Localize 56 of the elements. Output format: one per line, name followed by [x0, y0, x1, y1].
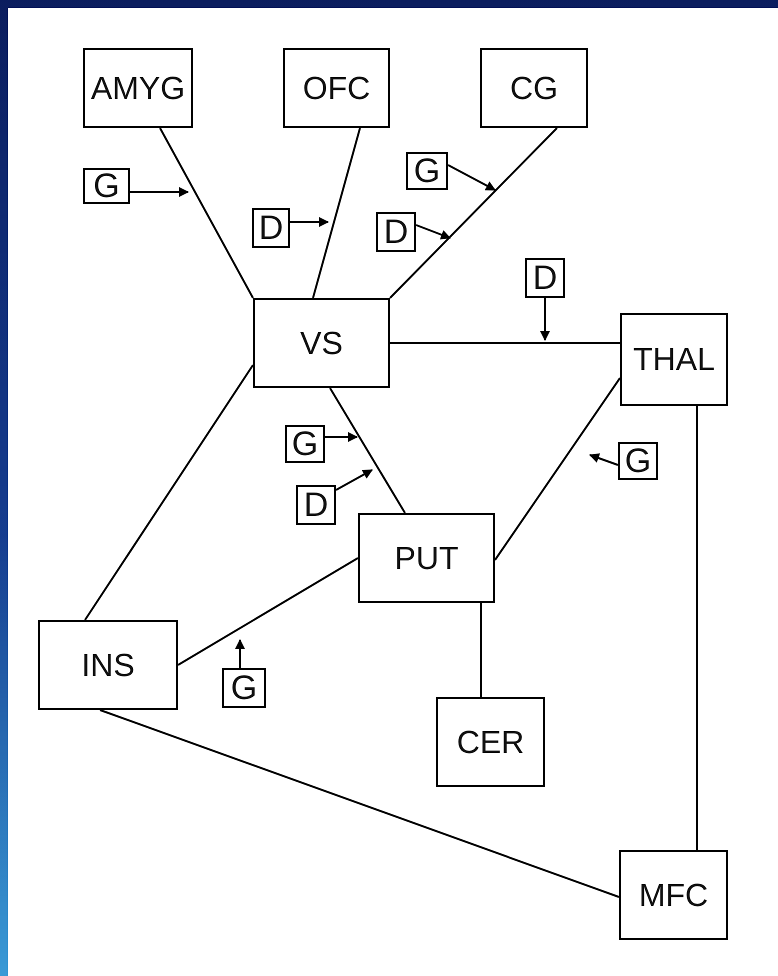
region-box: [480, 48, 588, 128]
node-label: G: [93, 166, 120, 206]
node-label: INS: [81, 646, 135, 684]
connection-line: [312, 128, 361, 298]
node-label: G: [292, 424, 318, 464]
node-label: CG: [510, 70, 558, 106]
pointer-arrow: [448, 164, 496, 191]
label-box: [406, 152, 448, 190]
connection-line: [159, 128, 254, 298]
node-label: THAL: [633, 341, 715, 378]
label-box: [296, 485, 336, 525]
pointer-arrow: [325, 432, 358, 442]
label-box: [525, 258, 565, 298]
region-box: [38, 620, 178, 710]
connection-line: [390, 342, 620, 344]
region-box: [436, 697, 545, 787]
node-label: MFC: [638, 876, 708, 914]
region-box: [83, 48, 193, 128]
label-box: [222, 668, 266, 708]
node-label: OFC: [302, 70, 370, 106]
label-box: [252, 208, 290, 248]
label-box: [285, 425, 325, 463]
pointer-arrow: [130, 187, 189, 197]
node-label: PUT: [394, 540, 458, 576]
node-label: VS: [300, 324, 343, 362]
pointer-arrow: [290, 217, 329, 227]
connection-line: [329, 387, 406, 514]
connection-line: [100, 709, 620, 898]
node-label: D: [384, 212, 408, 252]
connection-line: [696, 406, 698, 850]
region-box: [283, 48, 390, 128]
connection-line: [177, 557, 359, 666]
region-box: [358, 513, 495, 603]
region-box: [619, 850, 728, 940]
node-label: AMYG: [90, 70, 186, 106]
node-label: D: [304, 486, 328, 524]
node-label: D: [258, 208, 284, 248]
region-box: [620, 313, 728, 406]
node-label: G: [230, 668, 258, 708]
label-box: [618, 442, 658, 480]
pointer-arrow: [336, 469, 373, 491]
connection-line: [494, 377, 621, 561]
node-label: G: [624, 442, 652, 480]
node-label: D: [532, 258, 558, 298]
node-label: CER: [456, 724, 524, 760]
node-label: G: [414, 152, 440, 190]
region-box: [253, 298, 390, 388]
pointer-arrow: [416, 224, 451, 240]
pointer-arrow: [589, 453, 618, 466]
connection-line: [389, 127, 558, 299]
connection-line: [84, 364, 254, 621]
pointer-arrow: [235, 639, 245, 668]
label-box: [83, 168, 130, 204]
pointer-arrow: [540, 298, 550, 341]
label-box: [376, 212, 416, 252]
connection-line: [480, 603, 482, 697]
